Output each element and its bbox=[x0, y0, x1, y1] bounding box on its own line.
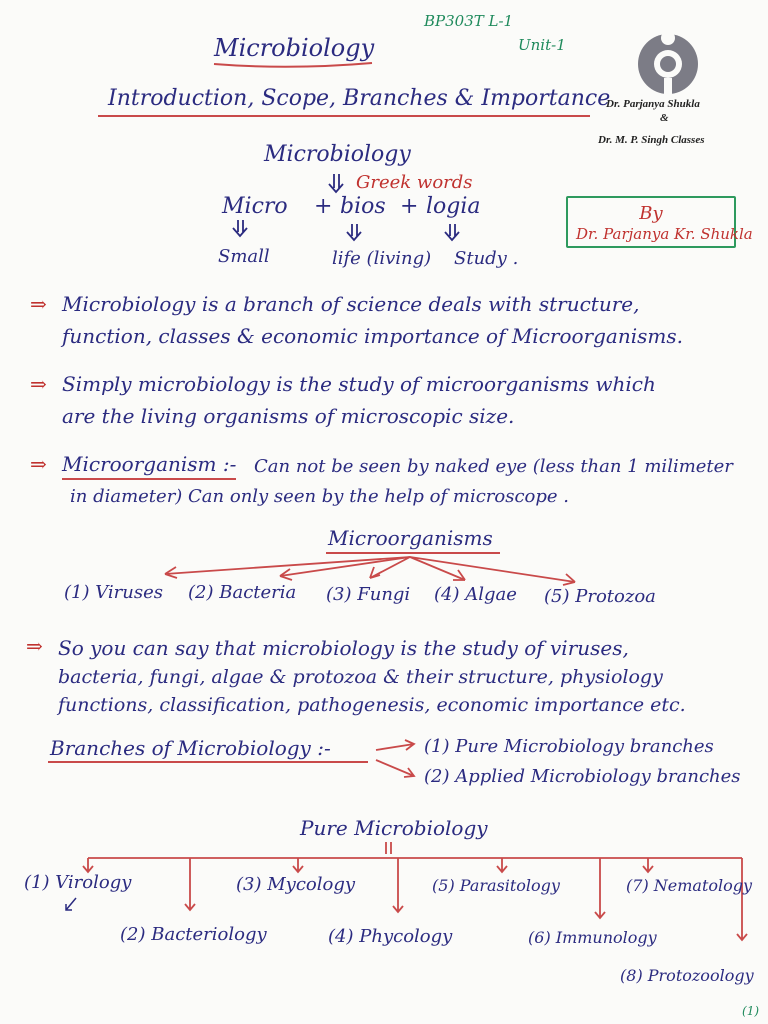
branch-applied: (2) Applied Microbiology branches bbox=[424, 766, 741, 787]
meaning-study: Study . bbox=[454, 248, 519, 269]
point-3-marker: ⇒ bbox=[30, 452, 47, 476]
plus-sign-1: + bbox=[314, 194, 333, 219]
branches-title: Branches of Microbiology :- bbox=[50, 736, 331, 760]
point-1-line-2: function, classes & economic importance … bbox=[62, 324, 683, 348]
point-3-line-1: Can not be seen by naked eye (less than … bbox=[254, 456, 733, 477]
author-name: Dr. Parjanya Kr. Shukla bbox=[576, 225, 753, 243]
course-code: BP303T L-1 bbox=[424, 12, 514, 30]
microorganism-viruses: (1) Viruses bbox=[64, 582, 163, 603]
credit-amp: & bbox=[660, 112, 669, 124]
pure-title: Pure Microbiology bbox=[300, 816, 488, 840]
class-logo bbox=[638, 31, 698, 96]
microorganism-arrows bbox=[164, 556, 576, 586]
pure-immunology: (6) Immunology bbox=[528, 928, 657, 947]
branch-pure: (1) Pure Microbiology branches bbox=[424, 736, 714, 757]
credit-line-2: Dr. M. P. Singh Classes bbox=[598, 134, 705, 146]
pure-nematology: (7) Nematology bbox=[626, 876, 753, 895]
credit-line-1: Dr. Parjanya Shukla bbox=[606, 98, 700, 110]
point-1-marker: ⇒ bbox=[30, 292, 47, 316]
unit-label: Unit-1 bbox=[518, 36, 566, 54]
pure-mycology: (3) Mycology bbox=[236, 874, 356, 895]
microorganism-fungi: (3) Fungi bbox=[326, 584, 411, 605]
page-number: (1) bbox=[742, 1004, 760, 1018]
author-box: By Dr. Parjanya Kr. Shukla bbox=[566, 196, 753, 248]
etymology-arrows bbox=[232, 174, 460, 242]
point-1-line-1: Microbiology is a branch of science deal… bbox=[62, 292, 640, 316]
point-3-term: Microorganism :- bbox=[62, 452, 237, 480]
meaning-small: Small bbox=[218, 246, 270, 267]
summary-marker: ⇒ bbox=[26, 634, 43, 658]
plus-sign-2: + bbox=[400, 194, 419, 219]
microorganisms-title: Microorganisms bbox=[328, 526, 493, 550]
point-3-line-2: in diameter) Can only seen by the help o… bbox=[70, 486, 569, 507]
branches-arrows bbox=[375, 739, 416, 778]
etymology-part-micro: Micro bbox=[222, 194, 288, 219]
pure-protozoology: (8) Protozoology bbox=[620, 966, 754, 985]
microorganism-algae: (4) Algae bbox=[434, 584, 517, 605]
pure-bacteriology: (2) Bacteriology bbox=[120, 924, 267, 945]
meaning-life: life (living) bbox=[332, 248, 432, 269]
etymology-word: Microbiology bbox=[264, 142, 411, 167]
etymology-part-bios: bios bbox=[340, 194, 386, 219]
page-subtitle: Introduction, Scope, Branches & Importan… bbox=[108, 86, 611, 111]
pure-tree-lines bbox=[82, 842, 748, 942]
point-2-line-1: Simply microbiology is the study of micr… bbox=[62, 372, 656, 396]
author-by-label: By bbox=[639, 203, 663, 224]
page-title: Microbiology bbox=[214, 34, 375, 62]
point-2-marker: ⇒ bbox=[30, 372, 47, 396]
pure-phycology: (4) Phycology bbox=[328, 926, 453, 947]
microorganism-protozoa: (5) Protozoa bbox=[544, 586, 656, 607]
greek-words-note: Greek words bbox=[356, 172, 473, 193]
microorganism-bacteria: (2) Bacteria bbox=[188, 582, 297, 603]
title-underline bbox=[213, 62, 373, 68]
pure-virology: (1) Virology bbox=[24, 872, 132, 893]
virology-small-arrow bbox=[65, 897, 77, 911]
point-2-line-2: are the living organisms of microscopic … bbox=[62, 404, 515, 428]
pure-parasitology: (5) Parasitology bbox=[432, 876, 560, 895]
summary-line-1: So you can say that microbiology is the … bbox=[58, 636, 629, 660]
summary-line-2: bacteria, fungi, algae & protozoa & thei… bbox=[58, 666, 663, 688]
etymology-part-logia: logia bbox=[426, 194, 481, 219]
summary-line-3: functions, classification, pathogenesis,… bbox=[58, 694, 686, 716]
